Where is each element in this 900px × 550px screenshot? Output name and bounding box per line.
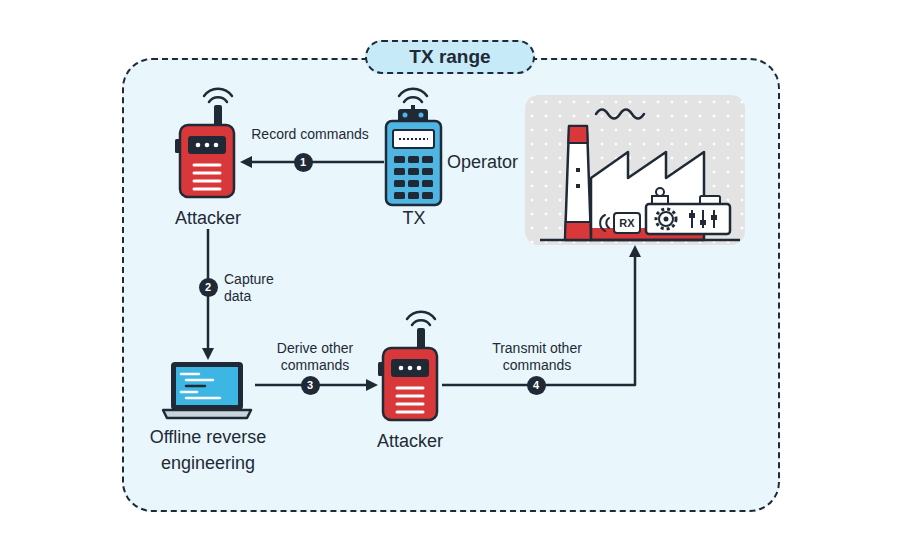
callout-number: 3 bbox=[301, 376, 320, 395]
edge-label: Record commands bbox=[240, 126, 380, 143]
callout-number: 1 bbox=[294, 153, 313, 172]
factory-illustration bbox=[596, 110, 644, 119]
transmitter-icon bbox=[394, 156, 405, 163]
transmitter-icon bbox=[422, 192, 433, 199]
factory-illustration bbox=[591, 152, 704, 240]
arrow-connector bbox=[246, 161, 384, 164]
factory-illustration bbox=[606, 218, 609, 228]
factory-illustration bbox=[652, 196, 668, 204]
factory-illustration bbox=[614, 213, 640, 233]
attacker-node: Attacker bbox=[378, 318, 442, 452]
factory-illustration bbox=[576, 184, 580, 188]
factory-illustration bbox=[600, 215, 605, 231]
factory-illustration bbox=[689, 213, 695, 218]
factory-illustration bbox=[700, 220, 706, 225]
factory-illustration bbox=[656, 209, 676, 229]
node-label: Attacker bbox=[350, 430, 470, 452]
transmitter-icon bbox=[408, 180, 419, 187]
factory-illustration bbox=[646, 204, 730, 234]
transmitter-icon bbox=[408, 192, 419, 199]
transmitter-icon bbox=[403, 113, 408, 118]
transmitter-icon bbox=[399, 138, 428, 140]
laptop-icon bbox=[163, 410, 251, 418]
edge-label: Transmit other commands bbox=[478, 340, 596, 374]
transmitter-icon bbox=[394, 192, 405, 199]
transmitter-icon bbox=[393, 130, 434, 148]
laptop-icon bbox=[163, 362, 251, 418]
node-label: Offline reverse engineering bbox=[118, 424, 298, 476]
attacker-node: Attacker bbox=[176, 95, 240, 229]
factory-illustration bbox=[713, 210, 715, 228]
laptop-icon bbox=[181, 373, 199, 376]
receiver-label: RX bbox=[614, 215, 640, 231]
laptop-icon bbox=[181, 391, 197, 394]
edge-label: Capture data bbox=[224, 271, 294, 305]
transmitter-icon bbox=[394, 168, 405, 175]
factory-illustration bbox=[656, 188, 664, 196]
laptop-icon bbox=[176, 367, 238, 405]
transmitter-icon bbox=[398, 109, 428, 123]
range-label: TX range bbox=[365, 40, 535, 74]
factory-illustration bbox=[540, 239, 740, 242]
transmitter-icon bbox=[419, 113, 424, 118]
transmitter-icon bbox=[386, 121, 441, 205]
factory-illustration bbox=[664, 217, 669, 222]
transmitter-icon bbox=[399, 89, 427, 96]
laptop-icon bbox=[186, 385, 205, 388]
laptop-icon bbox=[186, 397, 220, 400]
arrow-connector bbox=[442, 251, 635, 385]
callout-number: 4 bbox=[527, 376, 546, 395]
factory-illustration bbox=[659, 212, 673, 226]
transmitter-icon bbox=[422, 168, 433, 175]
arrow-connector bbox=[207, 229, 210, 354]
callout-number: 2 bbox=[199, 278, 218, 297]
node-label: Attacker bbox=[148, 207, 268, 229]
factory-illustration bbox=[591, 228, 704, 240]
laptop-icon bbox=[186, 379, 213, 382]
role-label: Operator bbox=[447, 151, 537, 173]
factory-illustration bbox=[591, 152, 704, 240]
arrow-connector bbox=[255, 384, 372, 387]
transmitter-icon bbox=[394, 180, 405, 187]
node-label: TX bbox=[354, 207, 474, 229]
transmitter-icon bbox=[386, 89, 441, 205]
factory-illustration bbox=[700, 196, 720, 204]
transmitter-icon bbox=[408, 156, 419, 163]
transmitter-icon bbox=[411, 105, 415, 111]
laptop-icon bbox=[171, 362, 243, 410]
edge-label: Derive other commands bbox=[265, 340, 365, 374]
laptop-node: Offline reverse engineering bbox=[161, 360, 255, 420]
radio-icon bbox=[378, 312, 437, 420]
transmitter-icon bbox=[422, 180, 433, 187]
factory-illustration bbox=[691, 210, 693, 228]
range-boundary: TX rangeAttackerTXOperatorRXOffline reve… bbox=[122, 58, 780, 512]
transmitter-icon bbox=[404, 97, 422, 102]
factory-illustration bbox=[568, 126, 587, 143]
transmitter-node: TXOperator bbox=[384, 95, 444, 229]
radio-icon bbox=[175, 89, 234, 197]
factory-node: RX bbox=[525, 95, 745, 245]
factory-illustration bbox=[576, 168, 580, 172]
factory-illustration bbox=[711, 215, 717, 220]
factory-illustration bbox=[702, 210, 704, 228]
factory-illustration bbox=[540, 110, 740, 241]
factory-illustration bbox=[565, 222, 591, 240]
transmitter-icon bbox=[422, 156, 433, 163]
factory-illustration bbox=[565, 126, 591, 240]
transmitter-icon bbox=[408, 168, 419, 175]
